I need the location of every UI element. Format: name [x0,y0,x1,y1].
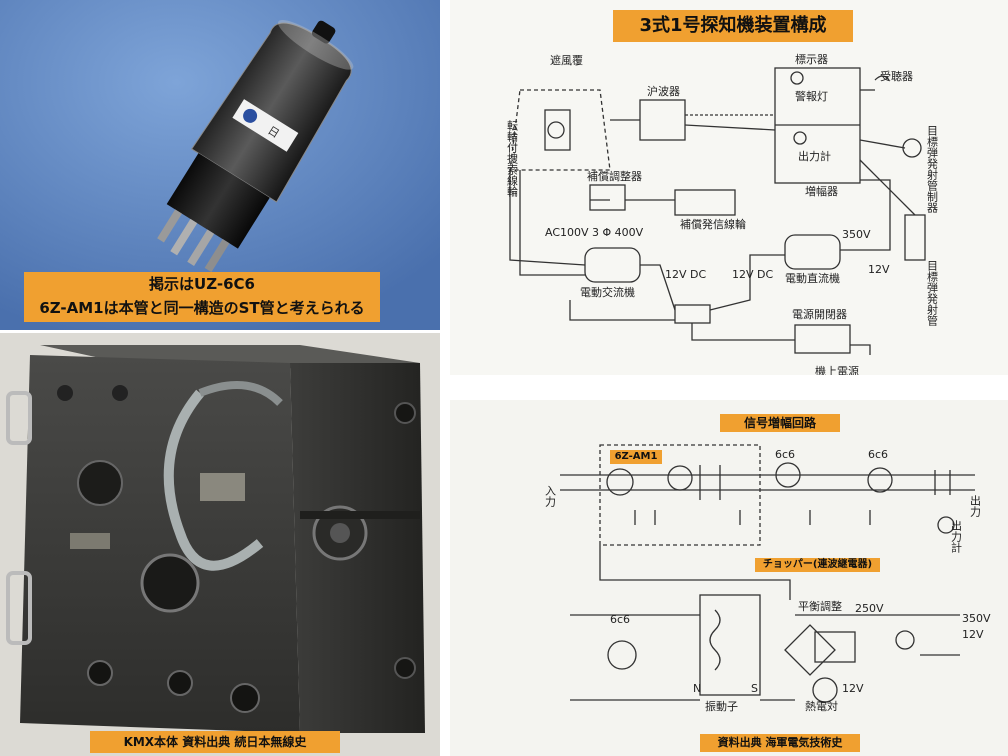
label-output-meter: 出力計 [798,149,831,163]
label-balance: 平衡調整 [798,599,842,613]
device-photo-panel: KMX本体 資料出典 続日本無線史 [0,333,440,756]
label-aircraft-power: 機上電源 [815,364,859,375]
label-6c6-b: 6c6 [868,448,888,461]
label-rotating-coil: 転輪付捜索線輪 [506,120,519,198]
label-250v: 250V [855,602,884,615]
circuit-source: 資料出典 海軍電気技術史 [700,734,860,752]
tag-6zam1: 6Z-AM1 [610,450,662,464]
tube-caption-line2: 6Z-AM1は本管と同一構造のST管と考えられる [39,299,365,317]
circuit-title: 信号増幅回路 [720,414,840,432]
label-12vdc-a: 12V DC [665,268,706,281]
label-amplifier: 増幅器 [805,185,838,198]
label-comp-adj: 補償調整器 [587,169,642,183]
label-filter: 沪波器 [647,84,680,98]
label-power-switch: 電源開閉器 [792,307,847,321]
label-launcher: 目標弾発射管 [926,260,939,327]
label-12vdc-b: 12V DC [732,268,773,281]
tag-chopper: チョッパー(連波継電器) [755,558,880,572]
circuit-diagram-panel: 信号増幅回路 [450,400,1008,756]
label-vibrator: 振動子 [705,699,738,713]
label-motor-dc: 電動直流機 [785,271,840,285]
label-s: S [751,682,758,695]
label-warning-lamp: 警報灯 [795,89,828,103]
block-diagram-title: 3式1号探知機装置構成 [613,10,853,42]
label-output-meter-c: 出力計 [950,519,963,554]
label-350v: 350V [842,228,871,241]
label-ac-power: AC100V 3 Φ 400V [545,226,644,239]
label-shield: 遮風覆 [550,53,583,67]
label-comp-coil: 補償発信線輪 [680,217,746,231]
label-12v-c1: 12V [962,628,984,641]
tube-photo-panel: 日 掲示はUZ-6C6 6Z-AM1は本管と同一構造のST管と考えられる [0,0,440,330]
label-6c6-a: 6c6 [775,448,795,461]
label-6c6-c: 6c6 [610,613,630,626]
label-motor-ac: 電動交流機 [580,285,635,299]
label-indicator: 標示器 [795,52,828,66]
label-launcher-ctrl: 目標弾発射管制器 [926,125,939,214]
label-350v-c: 350V [962,612,991,625]
block-diagram-panel: 3式1号探知機装置構成 [450,0,1008,375]
label-thermocouple: 熱電対 [805,699,838,713]
block-diagram: 転輪付捜索線輪 遮風覆 沪波器 補償調整器 補償発信線輪 標示器 警報灯 出力計… [506,52,939,375]
tube-caption: 掲示はUZ-6C6 6Z-AM1は本管と同一構造のST管と考えられる [24,272,380,322]
label-output: 出力 [969,494,982,517]
label-12v: 12V [868,263,890,276]
kmx-device-photo [0,333,440,756]
tube-caption-line1: 掲示はUZ-6C6 [149,275,255,293]
label-12v-c2: 12V [842,682,864,695]
circuit-diagram: 入力 出力 出力計 6c6 6c6 6c6 平衡調整 250V 350V 12V… [544,444,991,713]
device-caption: KMX本体 資料出典 続日本無線史 [90,731,340,753]
label-n: N [693,682,701,695]
label-receiver: 受聴器 [880,70,913,83]
label-input: 入力 [544,485,557,507]
